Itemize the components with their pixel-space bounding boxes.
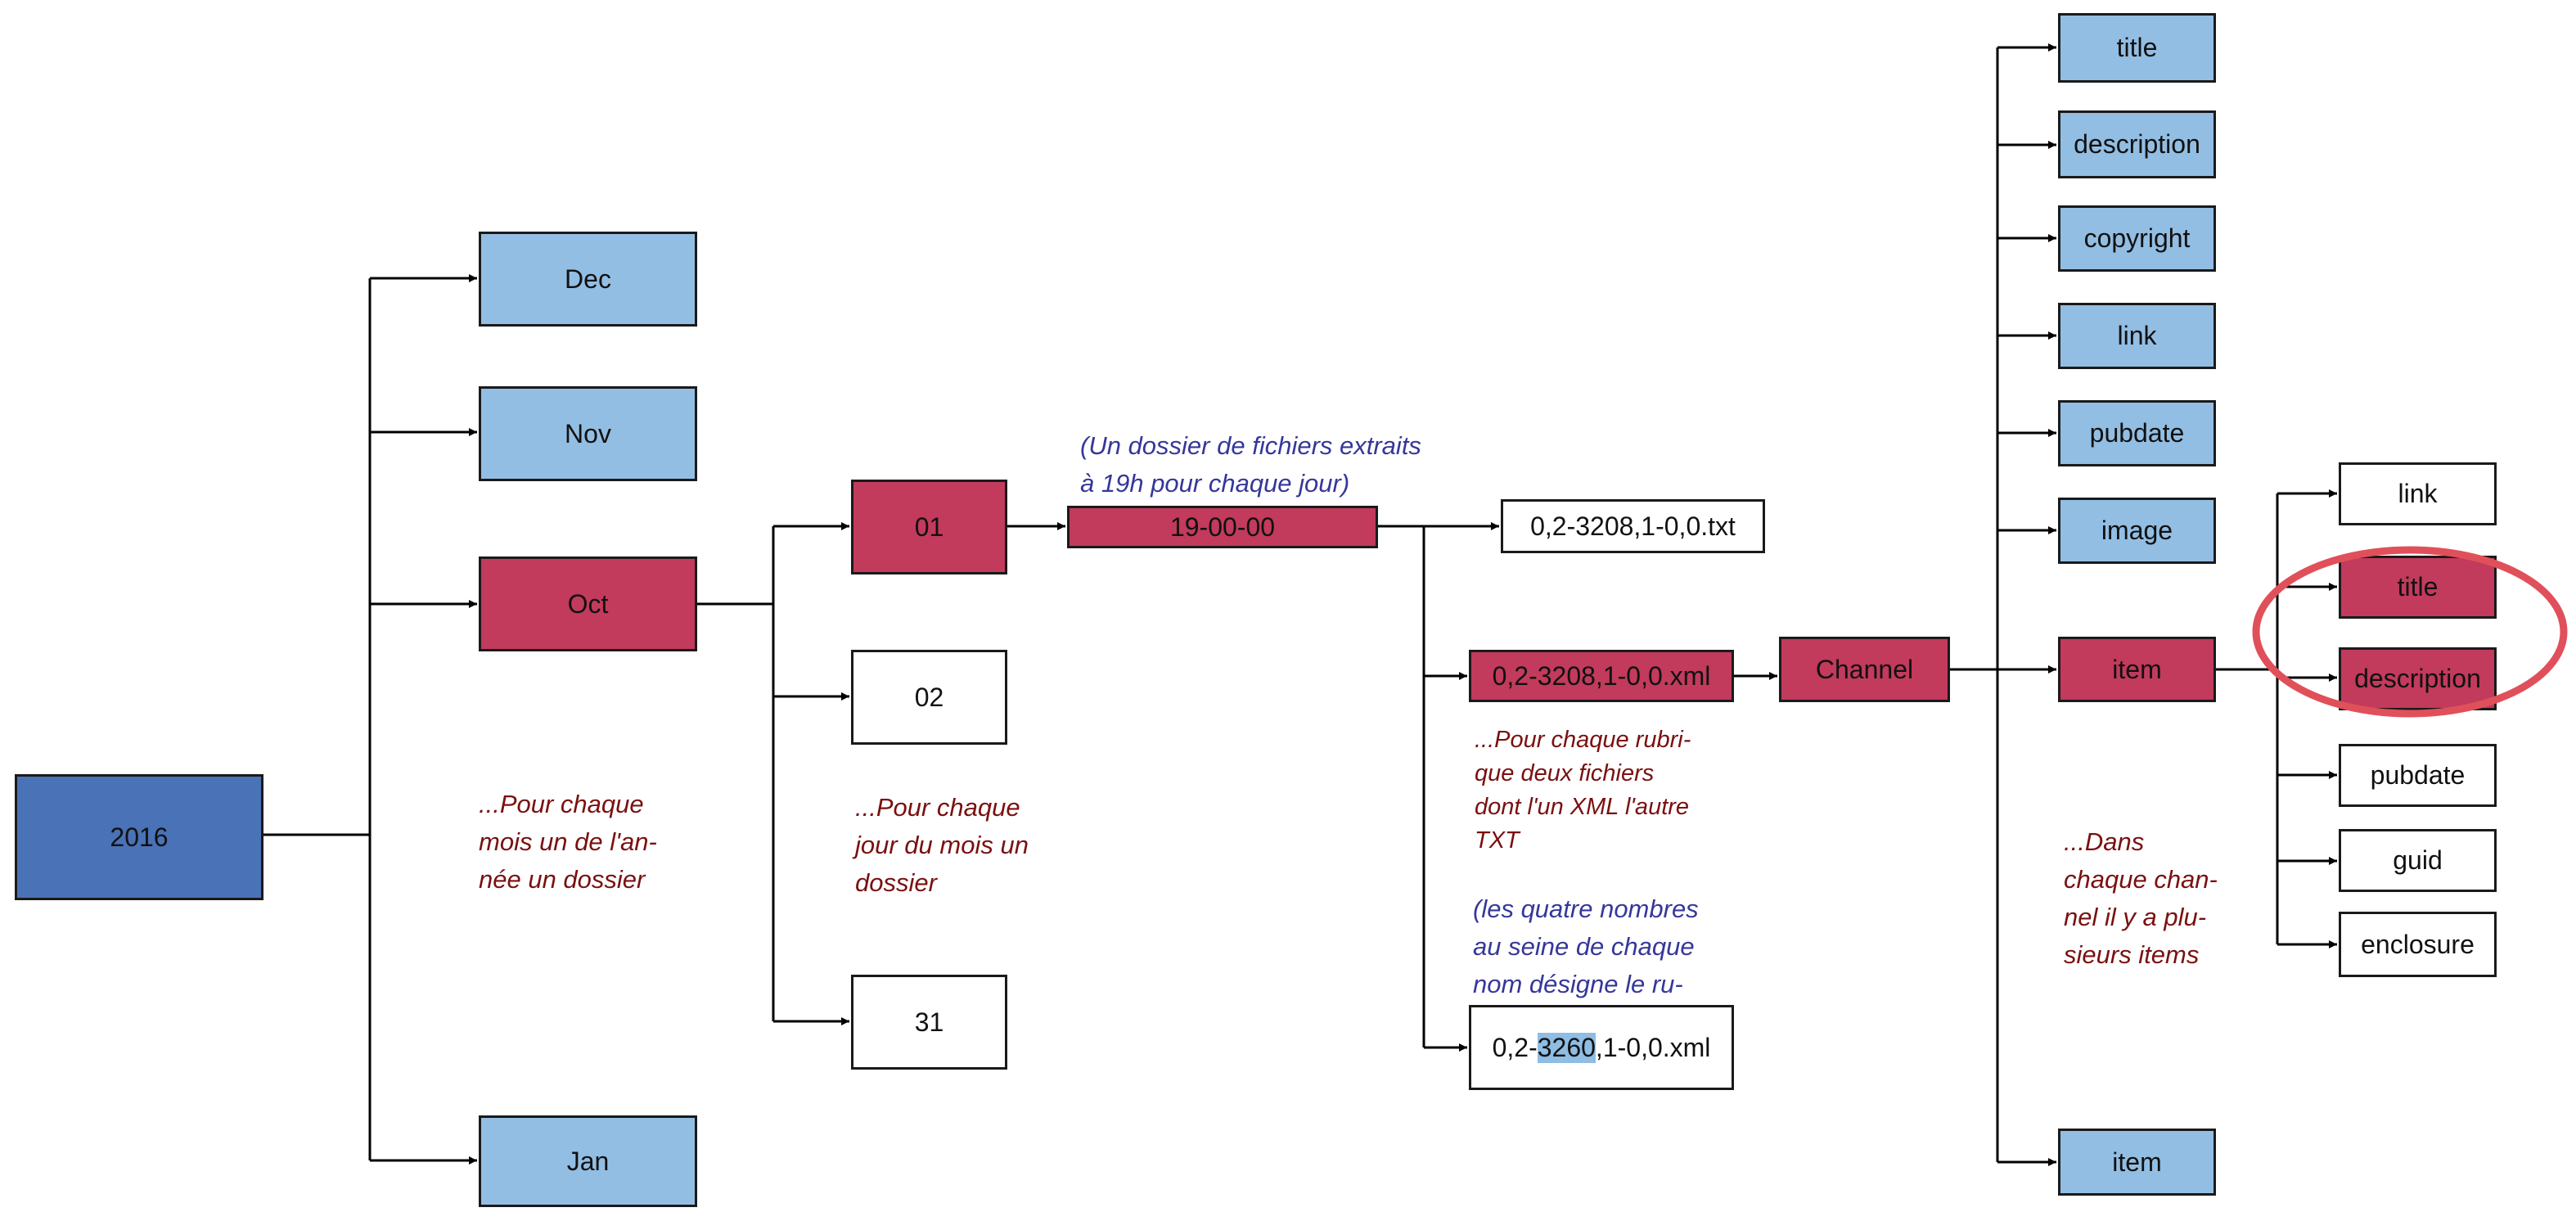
xml-file-2-prefix: 0,2- [1492, 1032, 1538, 1062]
node-channel-item-2: item [2058, 1129, 2216, 1196]
node-item-description: description [2339, 647, 2497, 710]
note-days: ...Pour chaque jour du mois un dossier [855, 793, 1029, 897]
node-txt-file: 0,2-3208,1-0,0.txt [1501, 499, 1765, 553]
node-oct: Oct [479, 556, 697, 651]
node-dec: Dec [479, 232, 697, 327]
node-channel-image: image [2058, 498, 2216, 564]
node-jan: Jan [479, 1115, 697, 1207]
node-xml-file-2: 0,2-3260,1-0,0.xml [1469, 1005, 1734, 1090]
node-item-title: title [2339, 556, 2497, 619]
note-months: ...Pour chaque mois un de l'an- née un d… [479, 790, 657, 894]
node-item-enclosure: enclosure [2339, 912, 2497, 977]
node-time-folder: 19-00-00 [1067, 506, 1378, 548]
node-item-guid: guid [2339, 829, 2497, 892]
note-items: ...Dans chaque chan- nel il y a plu- sie… [2064, 827, 2218, 969]
node-day-01: 01 [851, 480, 1007, 574]
note-files: ...Pour chaque rubri- que deux fichiers … [1475, 727, 1691, 854]
node-channel-title: title [2058, 13, 2216, 83]
note-folder: (Un dossier de fichiers extraits à 19h p… [1080, 431, 1421, 498]
node-2016: 2016 [15, 774, 263, 900]
node-day-31: 31 [851, 975, 1007, 1070]
node-channel-copyright: copyright [2058, 205, 2216, 272]
xml-file-2-suffix: ,1-0,0.xml [1595, 1032, 1711, 1062]
node-nov: Nov [479, 386, 697, 481]
node-xml-file: 0,2-3208,1-0,0.xml [1469, 650, 1734, 702]
node-channel-link: link [2058, 303, 2216, 369]
node-channel: Channel [1779, 637, 1950, 702]
xml-file-2-highlight: 3260 [1537, 1032, 1596, 1063]
note-numbers: (les quatre nombres au seine de chaque n… [1473, 894, 1699, 998]
node-channel-item: item [2058, 637, 2216, 702]
node-item-link: link [2339, 462, 2497, 525]
node-item-pubdate: pubdate [2339, 744, 2497, 807]
node-channel-description: description [2058, 110, 2216, 178]
node-channel-pubdate: pubdate [2058, 400, 2216, 466]
node-day-02: 02 [851, 650, 1007, 745]
